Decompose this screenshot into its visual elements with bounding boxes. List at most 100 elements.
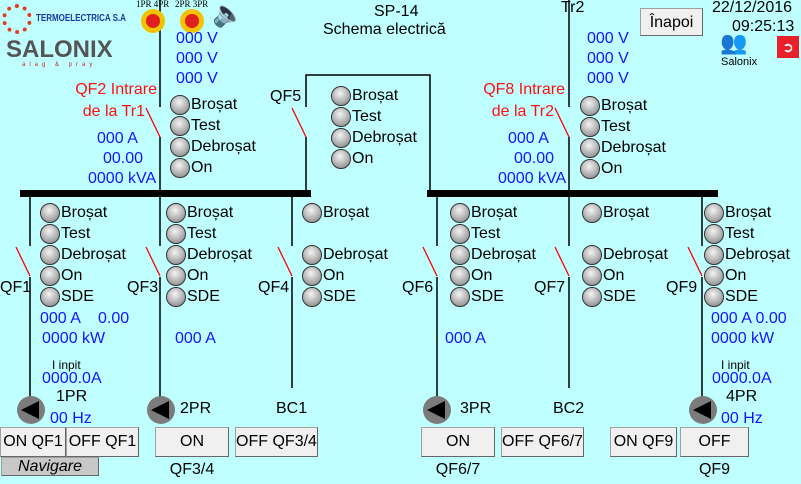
off-qf3-4-button[interactable]: OFF QF3/4: [235, 427, 318, 457]
tr2-label: Tr2: [561, 0, 585, 16]
qf8-lamp-test: [580, 117, 600, 137]
qf9-i-value: 0000.0A: [712, 370, 772, 387]
qf9-lamp-label: Debroșat: [725, 246, 790, 263]
qf4-lamp-label: Debroșat: [323, 246, 388, 263]
qf8-lamp-debroat: [580, 138, 600, 158]
qf3-lamp-label: Debroșat: [187, 246, 252, 263]
qf4-lamp-broat: [302, 203, 322, 223]
qf9-lamp-label: Broșat: [725, 204, 772, 221]
qf4-lamp-label: On: [323, 267, 345, 284]
qf9-i-label: I inpit: [721, 358, 750, 372]
qf1-lamp-debroat: [40, 245, 60, 265]
pump-3pr-label: 3PR: [460, 400, 492, 417]
pump-icon[interactable]: [689, 396, 717, 424]
pump-icon[interactable]: [423, 396, 451, 424]
qf1-lamp-broat: [40, 203, 60, 223]
qf7-lamp-debroat: [582, 245, 602, 265]
qf8-subtitle: de la Tr2: [491, 103, 554, 120]
qf9-lamp-label: On: [725, 267, 747, 284]
qf2-lamp-label: Test: [191, 117, 221, 134]
qf6-lamp-broat: [450, 203, 470, 223]
qf8-lamp-on: [580, 159, 600, 179]
termoelectrica-logo-emblem: [2, 4, 32, 34]
qf9-power: 0000 kW: [711, 330, 775, 347]
qf4-lamp-label: Broșat: [323, 204, 370, 221]
qf7-lamp-label: On: [603, 267, 625, 284]
logout-icon[interactable]: ➲: [777, 36, 799, 58]
qf6-lamp-label: Test: [471, 225, 501, 242]
qf4-lamp-label: SDE: [323, 288, 356, 305]
pump-4pr-label: 4PR: [726, 388, 758, 405]
qf2-lamp-broat: [170, 95, 190, 115]
voltage-l2: 000 V: [587, 50, 629, 67]
qf3-lamp-label: Broșat: [187, 204, 234, 221]
qf1-lamp-label: Broșat: [61, 204, 108, 221]
qf1-frequency: 00 Hz: [50, 410, 92, 427]
qf9-lamp-on: [704, 266, 724, 286]
qf7-lamp-broat: [582, 203, 602, 223]
speaker-icon[interactable]: 🔈: [212, 0, 245, 28]
emergency-stop-icon[interactable]: [180, 9, 204, 33]
voltage-l2: 000 V: [176, 50, 218, 67]
qf1-label: QF1: [0, 279, 32, 296]
qf6-lamp-label: On: [471, 267, 493, 284]
qf3-current: 000 A: [175, 330, 216, 347]
qf3-lamp-debroat: [166, 245, 186, 265]
estop-label-1: 1PR 4PR: [136, 0, 170, 9]
qf5-lamp-label: Test: [352, 108, 382, 125]
qf1-lamp-label: SDE: [61, 288, 94, 305]
on-qf1-button[interactable]: ON QF1: [0, 427, 66, 457]
users-icon[interactable]: 👥: [720, 30, 748, 55]
qf7-lamp-label: SDE: [603, 288, 636, 305]
qf5-lamp-label: On: [352, 150, 374, 167]
off-qf1-button[interactable]: OFF QF1: [66, 427, 139, 457]
qf3-lamp-test: [166, 224, 186, 244]
qf5-lamp-label: Debroșat: [352, 129, 417, 146]
qf1-lamp-label: Test: [61, 225, 91, 242]
qf2-current: 000 A: [97, 130, 138, 147]
qf1-lamp-label: On: [61, 267, 83, 284]
qf7-lamp-on: [582, 266, 602, 286]
qf1-i-label: I inpit: [52, 358, 81, 372]
emergency-stop-icon[interactable]: [141, 9, 165, 33]
qf8-lamp-label: Broșat: [601, 97, 648, 114]
qf9-lamp-test: [704, 224, 724, 244]
qf5-lamp-debroat: [331, 128, 351, 148]
navigate-button[interactable]: Navigare: [1, 457, 99, 476]
on-qf3-4-button[interactable]: ON QF3/4: [155, 427, 229, 478]
pump-icon[interactable]: [147, 396, 175, 424]
qf5-lamp-test: [331, 107, 351, 127]
salonix-logo: SALONIX: [6, 36, 113, 63]
qf2-title: QF2 Intrare: [75, 81, 157, 98]
back-button[interactable]: Înapoi: [640, 8, 703, 36]
qf6-lamp-on: [450, 266, 470, 286]
off-qf9-button[interactable]: OFF QF9: [680, 427, 749, 478]
qf2-subtitle: de la Tr1: [82, 103, 145, 120]
qf6-lamp-label: Debroșat: [471, 246, 536, 263]
qf7-lamp-label: Broșat: [603, 204, 650, 221]
termoelectrica-logo: TERMOELECTRICA S.A: [36, 13, 126, 24]
qf4-lamp-sde: [302, 287, 322, 307]
pump-2pr-label: 2PR: [180, 400, 212, 417]
qf8-lamp-label: Test: [601, 118, 631, 135]
qf4-label: QF4: [258, 279, 290, 296]
pump-icon[interactable]: [17, 396, 45, 424]
qf9-lamp-broat: [704, 203, 724, 223]
qf8-current: 000 A: [508, 130, 549, 147]
on-qf6-7-button[interactable]: ON QF6/7: [421, 427, 495, 478]
breaker-switches: [15, 107, 703, 277]
qf6-lamp-label: SDE: [471, 288, 504, 305]
qf6-lamp-sde: [450, 287, 470, 307]
qf4-lamp-debroat: [302, 245, 322, 265]
qf6-lamp-test: [450, 224, 470, 244]
qf2-power: 0000 kVA: [88, 170, 157, 187]
qf2-lamp-label: On: [191, 159, 213, 176]
off-qf6-7-button[interactable]: OFF QF6/7: [501, 427, 584, 457]
qf3-label: QF3: [127, 279, 159, 296]
qf3-lamp-on: [166, 266, 186, 286]
user-name: Salonix: [721, 56, 758, 68]
on-qf9-button[interactable]: ON QF9: [610, 427, 677, 457]
qf9-lamp-label: Test: [725, 225, 755, 242]
qf9-current-pf: 000 A 0.00: [711, 310, 787, 327]
